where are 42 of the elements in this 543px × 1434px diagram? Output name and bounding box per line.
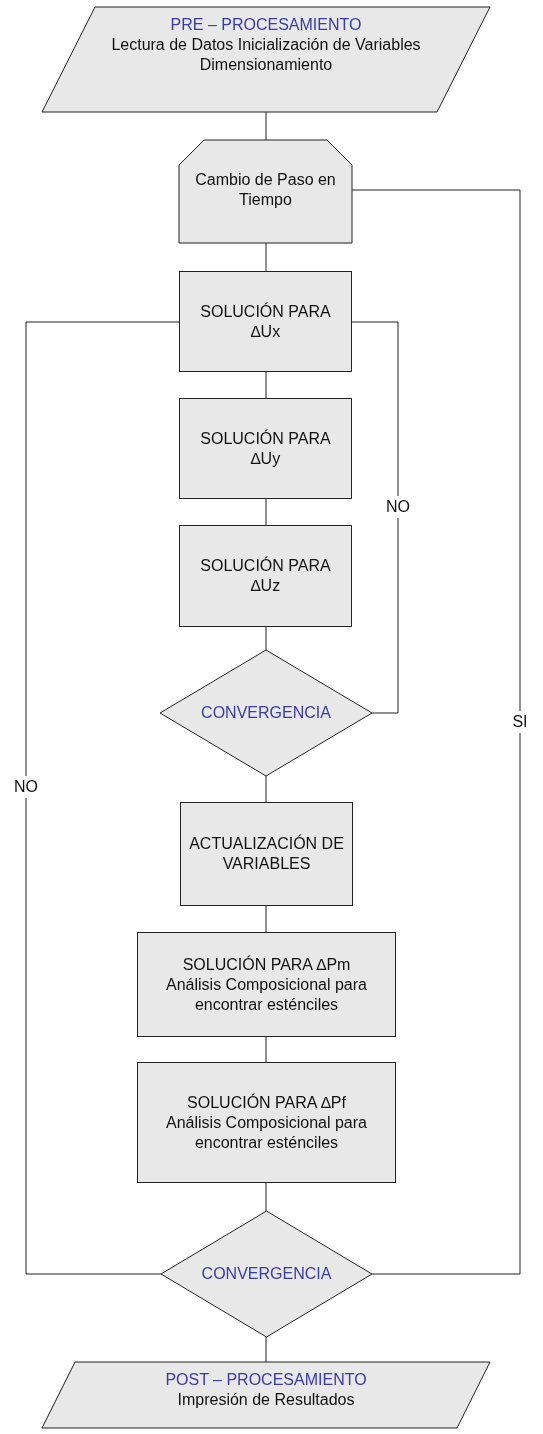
- process-box: [179, 140, 352, 243]
- connector-line: [265, 1036, 267, 1063]
- decision-diamond: [161, 1211, 372, 1337]
- step-text: Cambio de Paso en Tiempo: [194, 170, 337, 210]
- step-text: SOLUCIÓN PARA ∆Uz: [199, 556, 332, 596]
- process-box: [179, 525, 352, 627]
- step-text: SOLUCIÓN PARA ∆Pm: [182, 954, 351, 975]
- edge-label: NO: [14, 776, 38, 798]
- connector-line: [265, 242, 267, 272]
- edge-label: SI: [512, 711, 528, 733]
- step-text: Lectura de Datos Inicialización de Variables Dimensionamiento: [110, 35, 422, 75]
- step-text: Análisis Composicional para encontrar esténciles: [165, 1112, 368, 1153]
- step-heading: CONVERGENCIA: [201, 1264, 332, 1284]
- connector-line: [25, 321, 180, 1275]
- connector-line: [265, 371, 267, 399]
- step-heading: CONVERGENCIA: [201, 703, 331, 723]
- connector-line: [351, 189, 521, 1275]
- connector-line: [265, 498, 267, 526]
- decision-diamond: [160, 650, 372, 776]
- process-box: [137, 1062, 396, 1183]
- process-box: [179, 398, 352, 499]
- connector-line: [265, 1182, 267, 1212]
- step-text: Análisis Composicional para encontrar esténciles: [165, 974, 368, 1015]
- connector-line: [265, 775, 267, 803]
- connector-line: [265, 111, 267, 141]
- data-parallelogram: [42, 7, 490, 112]
- step-heading: PRE – PROCESAMIENTO: [170, 15, 362, 35]
- data-parallelogram: [42, 1362, 490, 1428]
- edge-label: NO: [386, 496, 410, 518]
- step-text: SOLUCIÓN PARA ∆Pf: [187, 1092, 346, 1113]
- process-box: [179, 271, 352, 372]
- connector-line: [265, 1336, 267, 1363]
- step-text: Impresión de Resultados: [177, 1390, 355, 1410]
- connector-line: [351, 321, 399, 714]
- connector-line: [265, 626, 267, 651]
- step-heading: POST – PROCESAMIENTO: [165, 1370, 367, 1390]
- process-box: [137, 932, 396, 1037]
- step-text: SOLUCIÓN PARA ∆Ux: [199, 301, 332, 342]
- step-text: ACTUALIZACIÓN DE VARIABLES: [189, 834, 344, 874]
- connector-line: [265, 905, 267, 933]
- step-text: SOLUCIÓN PARA ∆Uy: [199, 428, 332, 469]
- process-box: [180, 802, 353, 906]
